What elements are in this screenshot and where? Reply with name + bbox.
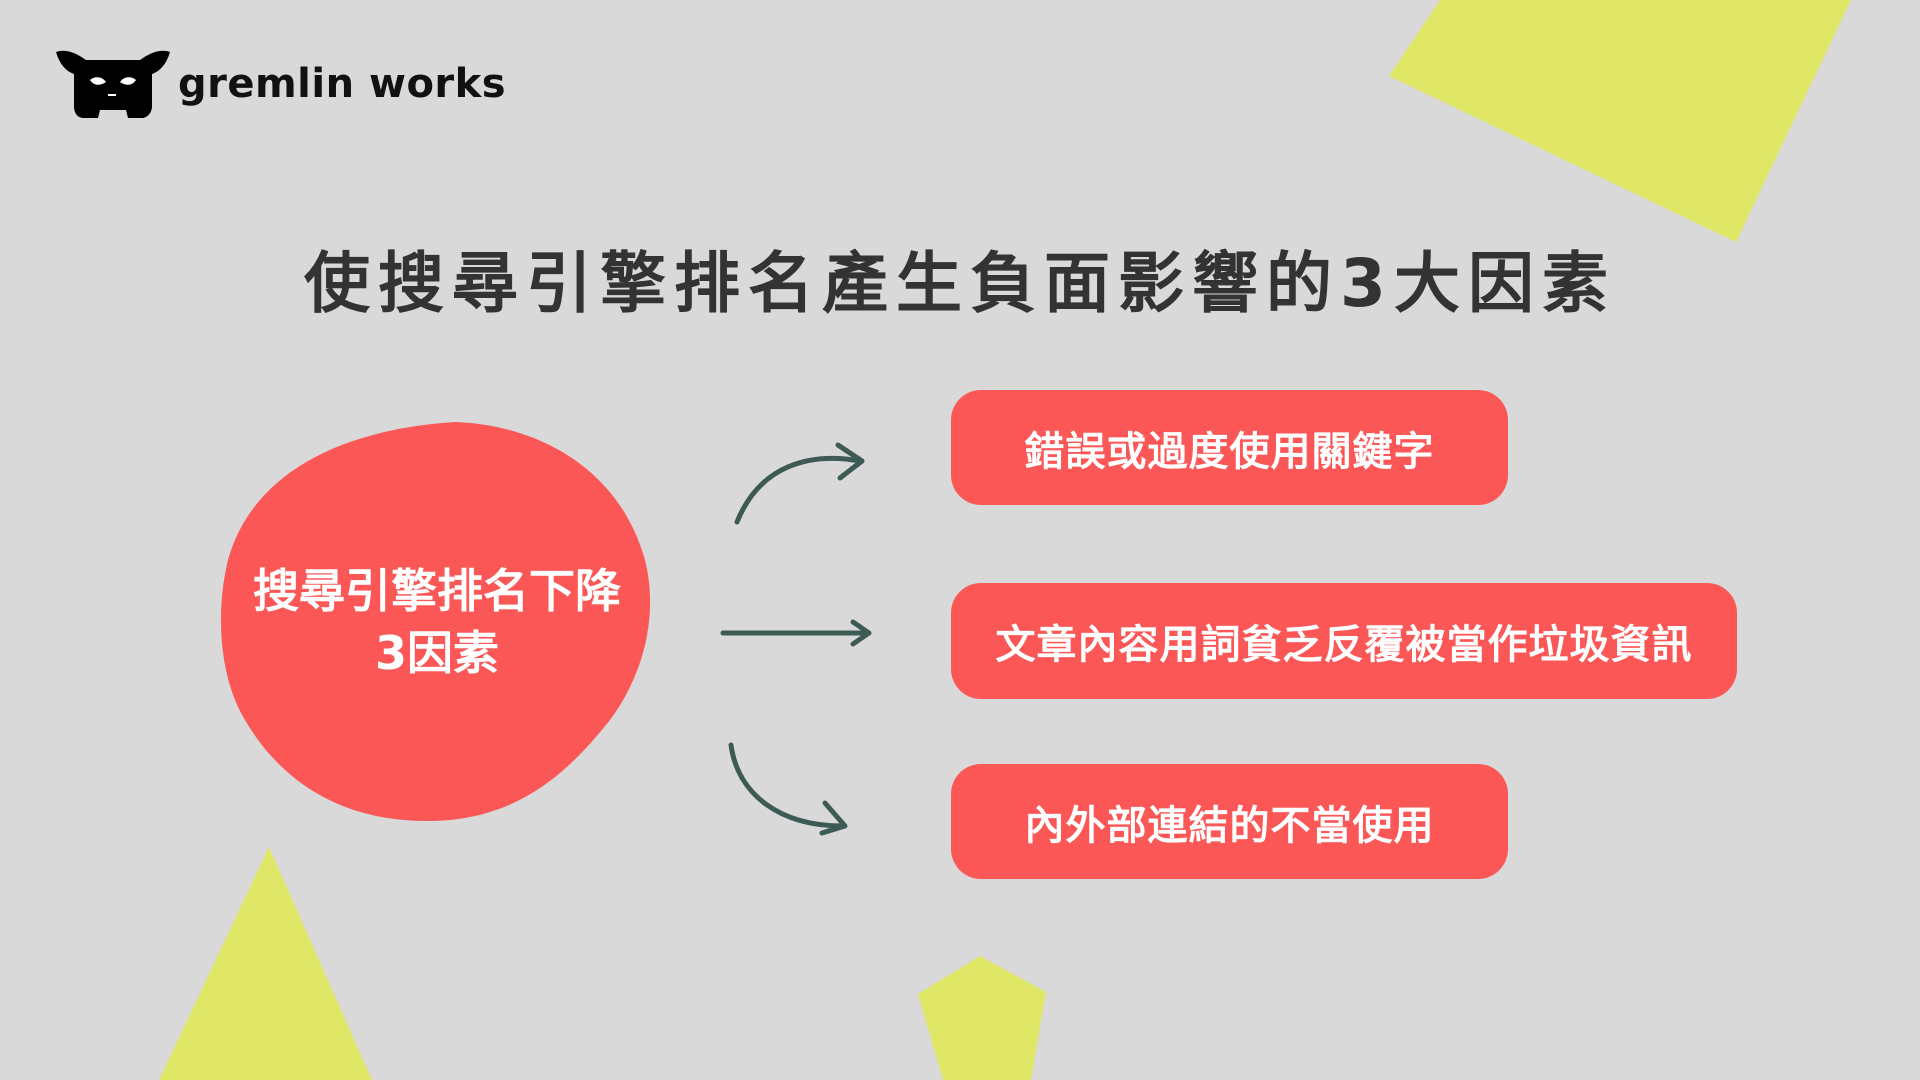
brand-name: gremlin works <box>178 61 507 107</box>
yellow-triangle-bottom-left <box>159 847 372 1080</box>
factor-label: 文章內容用詞貧乏反覆被當作垃圾資訊 <box>995 622 1693 668</box>
arrow-down-icon <box>728 742 848 836</box>
arrow-right-icon <box>720 619 872 647</box>
factor-pill-2: 文章內容用詞貧乏反覆被當作垃圾資訊 <box>951 583 1737 699</box>
brand-logo: gremlin works <box>56 48 506 120</box>
center-blob <box>221 422 651 822</box>
center-label: 搜尋引擎排名下降 3因素 <box>222 560 652 684</box>
factor-pill-1: 錯誤或過度使用關鍵字 <box>951 390 1508 505</box>
gremlin-cat-icon <box>56 50 170 118</box>
arrow-up-icon <box>734 442 865 525</box>
yellow-shape-top-right <box>1389 0 1851 242</box>
factor-label: 內外部連結的不當使用 <box>1024 802 1435 849</box>
center-label-line2: 3因素 <box>374 626 499 680</box>
center-label-line1: 搜尋引擎排名下降 <box>253 564 621 618</box>
factor-label: 錯誤或過度使用關鍵字 <box>1024 428 1435 475</box>
yellow-pentagon-bottom <box>918 956 1046 1080</box>
page-title: 使搜尋引擎排名產生負面影響的3大因素 <box>304 245 1616 322</box>
factor-pill-3: 內外部連結的不當使用 <box>951 764 1508 879</box>
